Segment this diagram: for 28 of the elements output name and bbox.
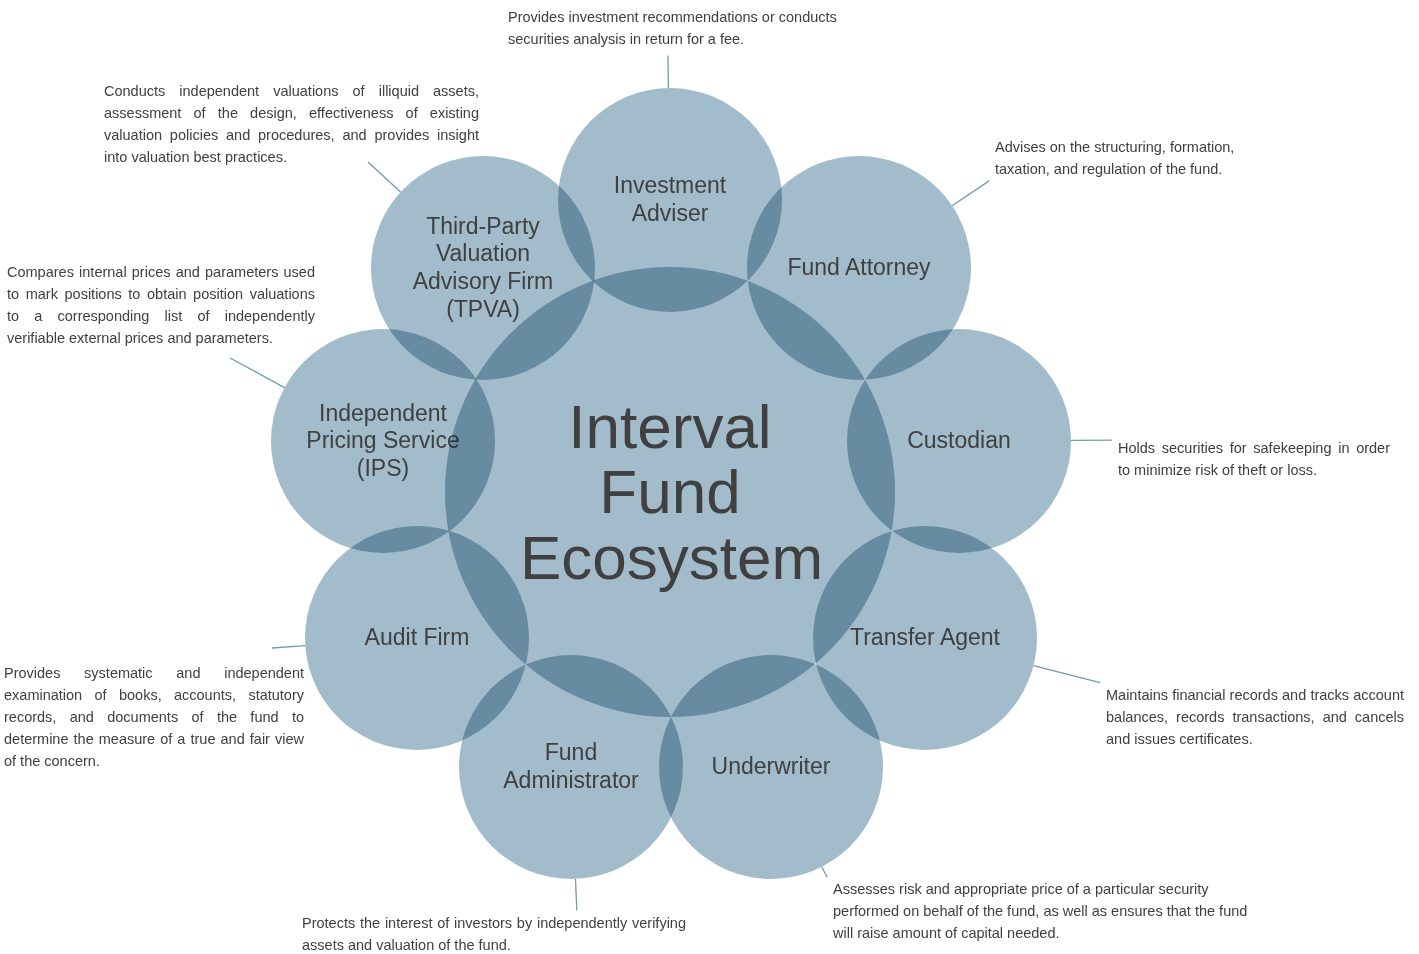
- leader-line: [667, 54, 670, 89]
- description-text: Conducts independent valuations of illiquid assets, assessment of the design, effectiveness of existing valuation policies and procedures, and provides insight into valuation best practices.: [104, 82, 479, 167]
- description-text: Compares internal prices and parameters used to mark positions to obtain position valuations to a corresponding list of independently verifiable external prices and parameters.: [7, 263, 315, 348]
- role-label: Custodian: [906, 427, 1012, 455]
- role-label: Third-Party Valuation Advisory Firm (TPVA): [411, 212, 555, 324]
- leader-line: [367, 161, 402, 193]
- leader-line: [821, 866, 828, 878]
- role-label: Underwriter: [710, 753, 832, 781]
- leader-line: [271, 645, 306, 649]
- role-label: Transfer Agent: [850, 624, 1000, 652]
- description-text: Advises on the structuring, formation, taxation, and regulation of the fund.: [995, 138, 1236, 179]
- description-text: Assesses risk and appropriate price of a particular security performed on behalf of the fund, as well as ensures that the fund will raise amount of capital needed.: [833, 880, 1249, 943]
- role-label: Investment Adviser: [612, 172, 728, 228]
- role-label: Audit Firm: [363, 624, 471, 652]
- description-text: Provides investment recommendations or conducts securities analysis in return for a fee.: [508, 8, 838, 49]
- role-label: Fund Administrator: [502, 739, 640, 795]
- hub-title: Interval Fund Ecosystem: [520, 394, 820, 590]
- leader-line: [229, 357, 286, 389]
- leader-line: [574, 878, 578, 912]
- description-text: Maintains financial records and tracks account balances, records transactions, and cancels and issues certificates.: [1106, 686, 1404, 749]
- leader-line: [1070, 439, 1113, 442]
- leader-line: [1032, 665, 1101, 684]
- description-text: Provides systematic and independent examination of books, accounts, statutory records, and documents of the fund to determine the measure of a true and fair view of the concern.: [4, 664, 304, 771]
- role-label: Fund Attorney: [786, 254, 932, 282]
- leader-line: [951, 180, 990, 207]
- description-text: Protects the interest of investors by independently verifying assets and valuation of the fund.: [302, 914, 686, 954]
- description-text: Holds securities for safekeeping in order to minimize risk of theft or loss.: [1118, 439, 1390, 480]
- role-label: Independent Pricing Service (IPS): [305, 399, 461, 483]
